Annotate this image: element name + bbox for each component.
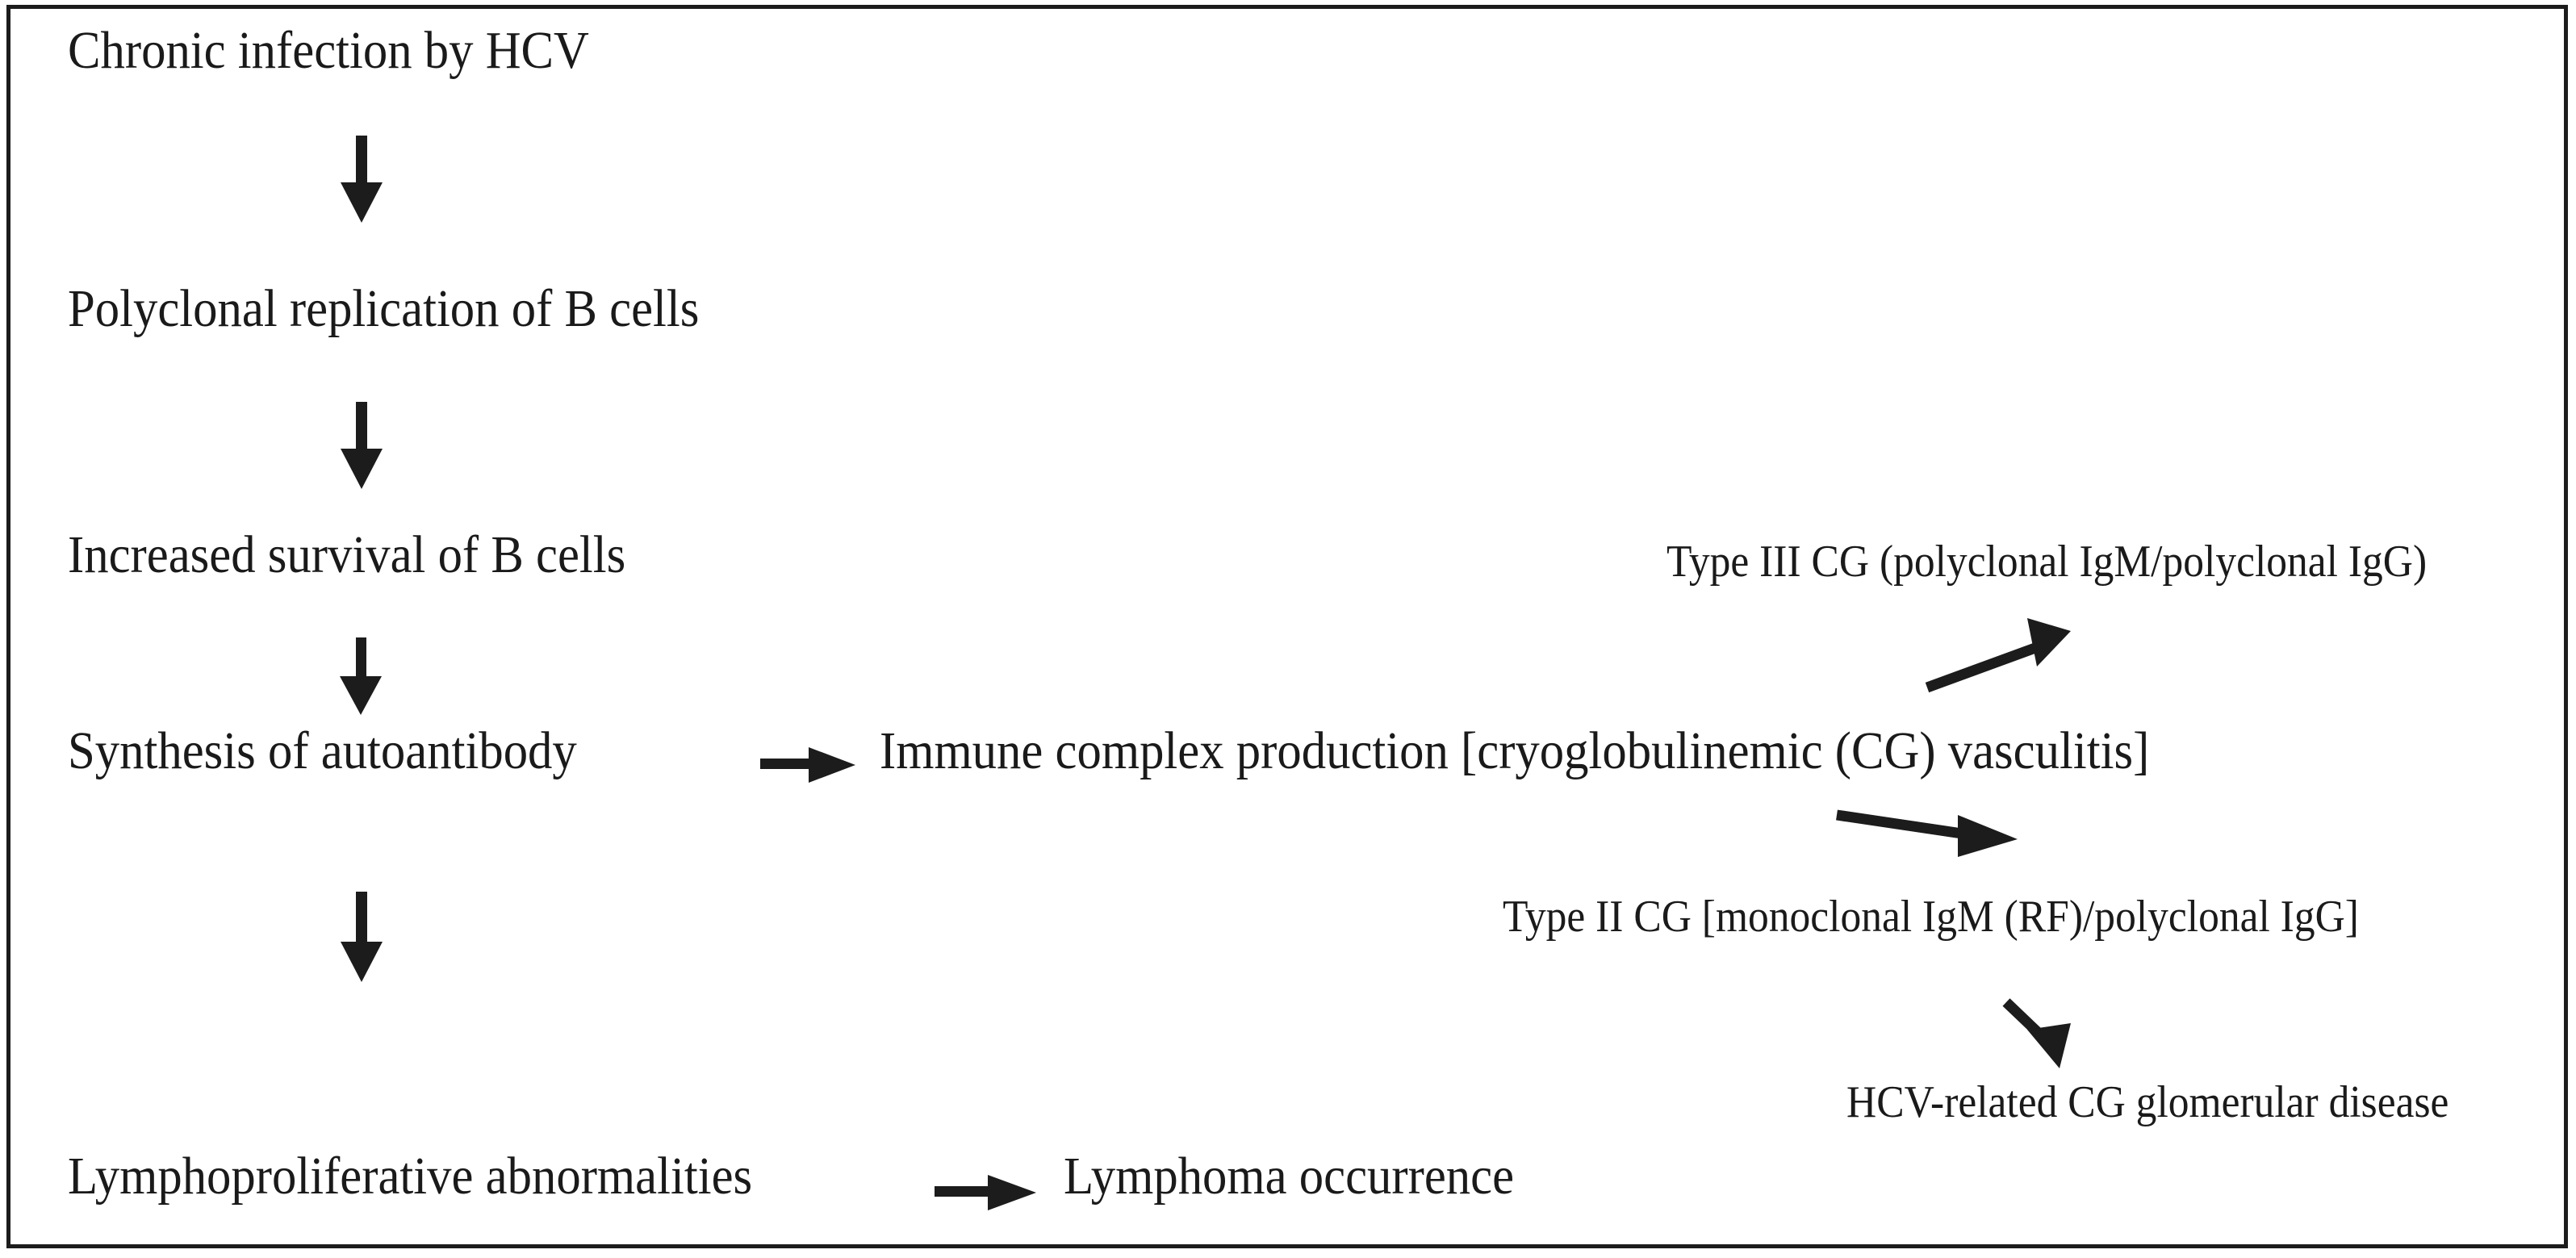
node-synthesis-autoantibody: Synthesis of autoantibody [68,721,577,780]
arrow-down-icon [329,892,394,984]
node-type-ii-cg: Type II CG [monoclonal IgM (RF)/polyclon… [1503,892,2359,942]
arrow-down-right-icon [2000,994,2105,1083]
node-type-iii-cg: Type III CG (polyclonal IgM/polyclonal I… [1666,537,2428,587]
arrow-right-icon [760,741,865,789]
node-polyclonal-replication: Polyclonal replication of B cells [68,279,700,338]
arrow-right-icon [1830,800,2040,865]
node-immune-complex-production: Immune complex production [cryoglobuline… [880,721,2150,780]
node-lymphoproliferative-abnormalities: Lymphoproliferative abnormalities [68,1147,753,1206]
diagram-border-frame [6,5,2568,1248]
arrow-down-icon [329,402,394,491]
node-hcv-related-glomerular-disease: HCV-related CG glomerular disease [1846,1077,2449,1127]
arrow-down-icon [329,637,394,718]
node-chronic-infection: Chronic infection by HCV [68,21,589,80]
arrow-right-icon [935,1168,1056,1217]
node-increased-survival: Increased survival of B cells [68,525,626,584]
arrow-up-right-icon [1921,613,2098,702]
node-lymphoma-occurrence: Lymphoma occurrence [1064,1147,1515,1206]
arrow-down-icon [329,136,394,224]
